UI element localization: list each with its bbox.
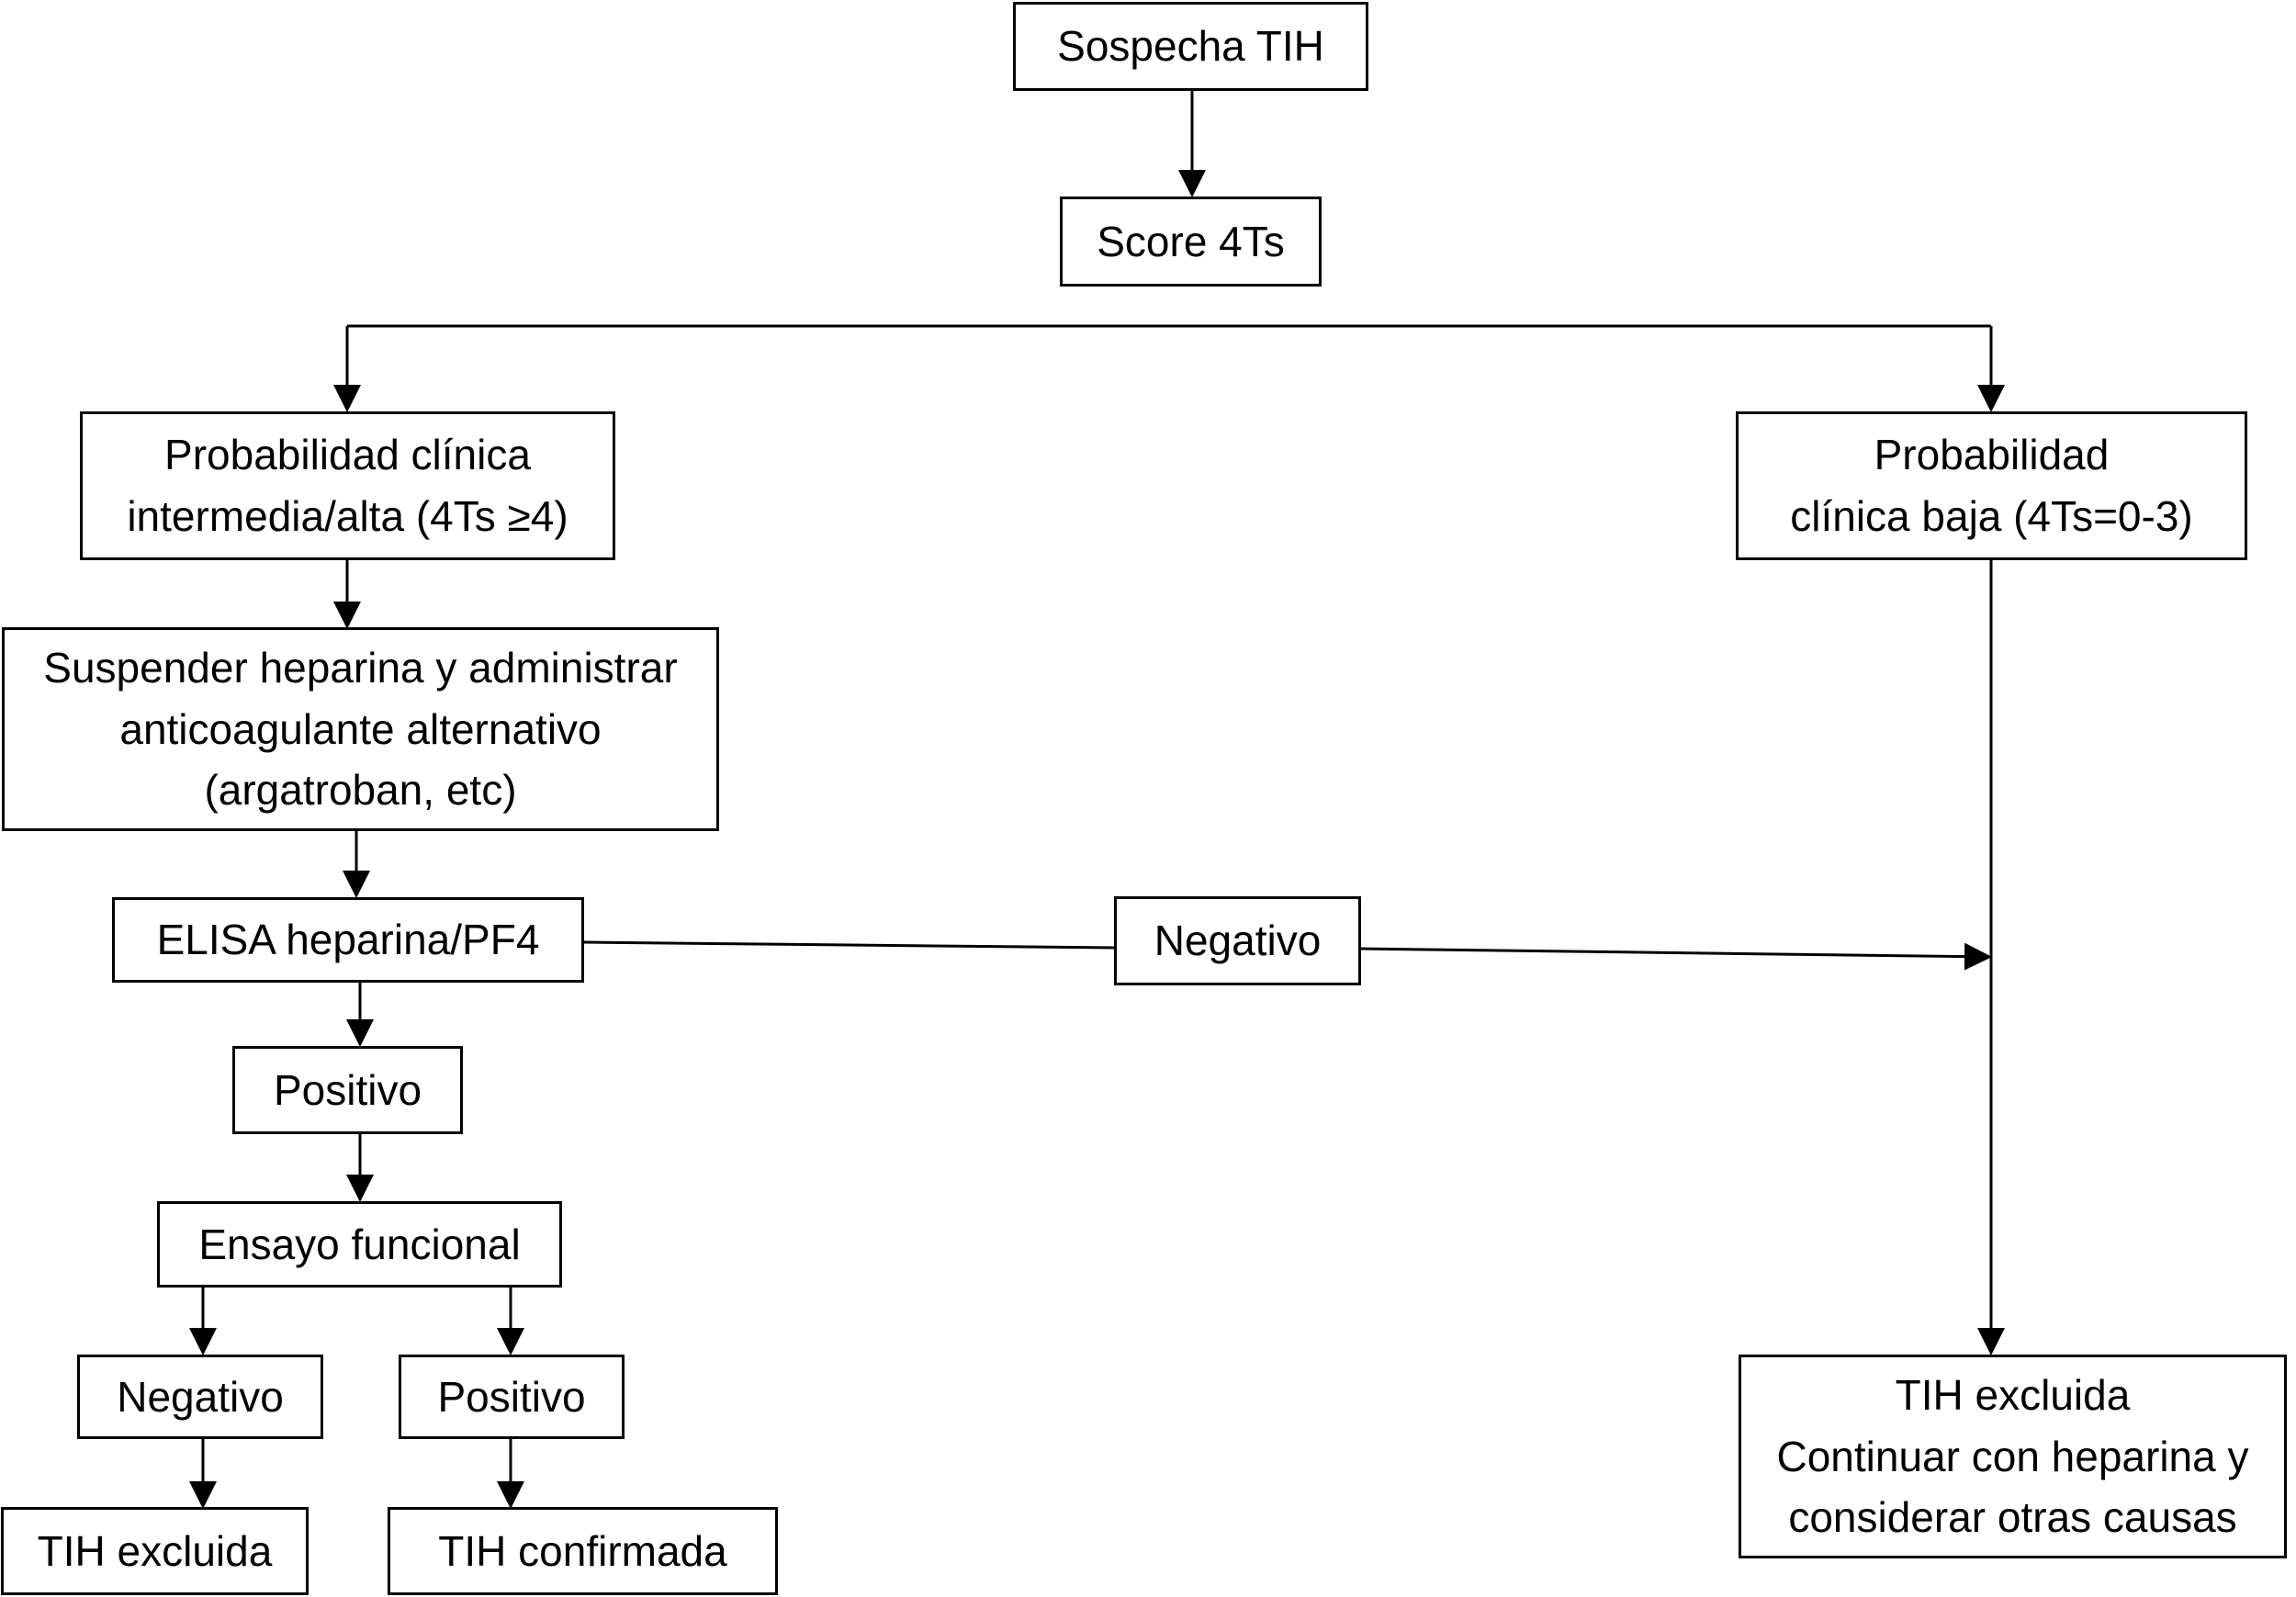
node-positivo-ensayo: Positivo [399, 1355, 625, 1439]
node-tih-excluida-right-line-1: TIH excluida [1895, 1370, 2131, 1419]
node-tih-confirmada: TIH confirmada [388, 1507, 778, 1595]
node-tih-excluida-right: TIH excluida Continuar con heparina y co… [1739, 1355, 2287, 1558]
node-suspender-line-1: Suspender heparina y administrar [43, 643, 678, 692]
node-score: Score 4Ts [1060, 197, 1322, 287]
node-positivo-elisa-line-1: Positivo [273, 1065, 422, 1114]
node-positivo-elisa: Positivo [232, 1046, 463, 1134]
node-prob-baja-line-2: clínica baja (4Ts=0-3) [1790, 492, 2193, 540]
node-tih-excluida-left-line-1: TIH excluida [37, 1526, 273, 1575]
node-tih-excluida-right-line-2: Continuar con heparina y [1776, 1432, 2249, 1480]
node-negativo-elisa-line-1: Negativo [1154, 917, 1322, 965]
node-tih-excluida-left: TIH excluida [1, 1507, 309, 1595]
node-prob-baja: Probabilidad clínica baja (4Ts=0-3) [1736, 411, 2247, 560]
node-suspender-line-3: (argatroban, etc) [204, 766, 517, 815]
node-tih-excluida-right-line-3: considerar otras causas [1788, 1493, 2237, 1542]
node-score-line-1: Score 4Ts [1097, 217, 1285, 265]
node-prob-alta-line-2: intermedia/alta (4Ts ≥4) [127, 492, 568, 540]
node-elisa-line-1: ELISA heparina/PF4 [156, 916, 540, 964]
node-negativo-ensayo: Negativo [77, 1355, 323, 1439]
node-ensayo: Ensayo funcional [157, 1201, 562, 1288]
node-suspender-line-2: anticoagulante alternativo [119, 704, 602, 753]
node-ensayo-line-1: Ensayo funcional [198, 1220, 521, 1268]
node-prob-alta-line-1: Probabilidad clínica [164, 431, 531, 479]
node-negativo-ensayo-line-1: Negativo [117, 1372, 284, 1421]
node-tih-confirmada-line-1: TIH confirmada [438, 1526, 727, 1575]
line-elisa-to-negativo [581, 940, 1117, 950]
node-negativo-elisa: Negativo [1114, 896, 1361, 985]
node-prob-baja-line-1: Probabilidad [1874, 431, 2110, 479]
node-positivo-ensayo-line-1: Positivo [437, 1372, 586, 1421]
node-sospecha: Sospecha TIH [1013, 2, 1368, 91]
node-elisa: ELISA heparina/PF4 [112, 897, 584, 983]
arrow-negativo-to-right [1358, 942, 1992, 971]
node-prob-alta: Probabilidad clínica intermedia/alta (4T… [80, 411, 615, 560]
node-sospecha-line-1: Sospecha TIH [1057, 22, 1324, 71]
node-suspender: Suspender heparina y administrar anticoa… [2, 627, 719, 831]
